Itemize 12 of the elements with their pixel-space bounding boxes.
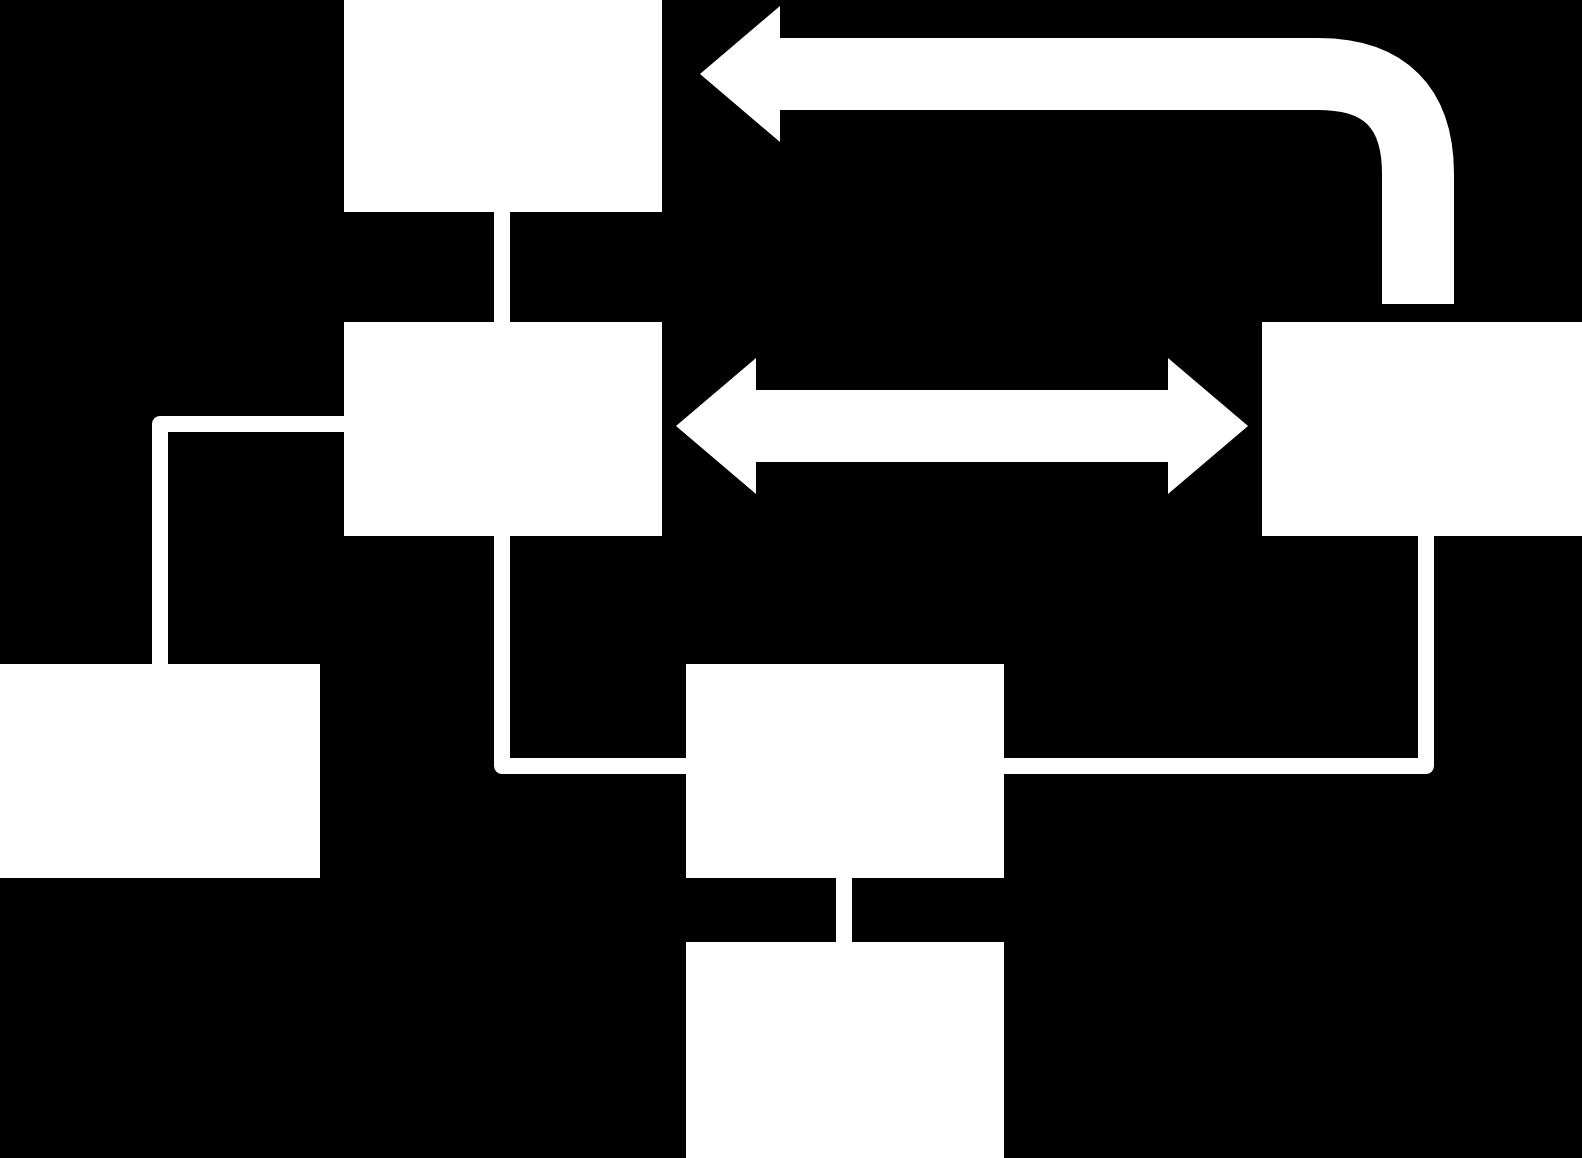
diagram-box — [344, 322, 662, 536]
diagram-box — [1262, 322, 1582, 536]
connector-line — [494, 536, 686, 774]
connector-line — [1004, 536, 1434, 774]
double-arrow — [676, 358, 1248, 494]
connector-line — [152, 416, 344, 664]
diagram-box — [686, 942, 1004, 1158]
diagram-box — [0, 664, 320, 878]
connector-line — [836, 878, 852, 942]
diagram-box — [344, 0, 662, 212]
connector-line — [494, 212, 510, 322]
diagram-box — [686, 664, 1004, 878]
